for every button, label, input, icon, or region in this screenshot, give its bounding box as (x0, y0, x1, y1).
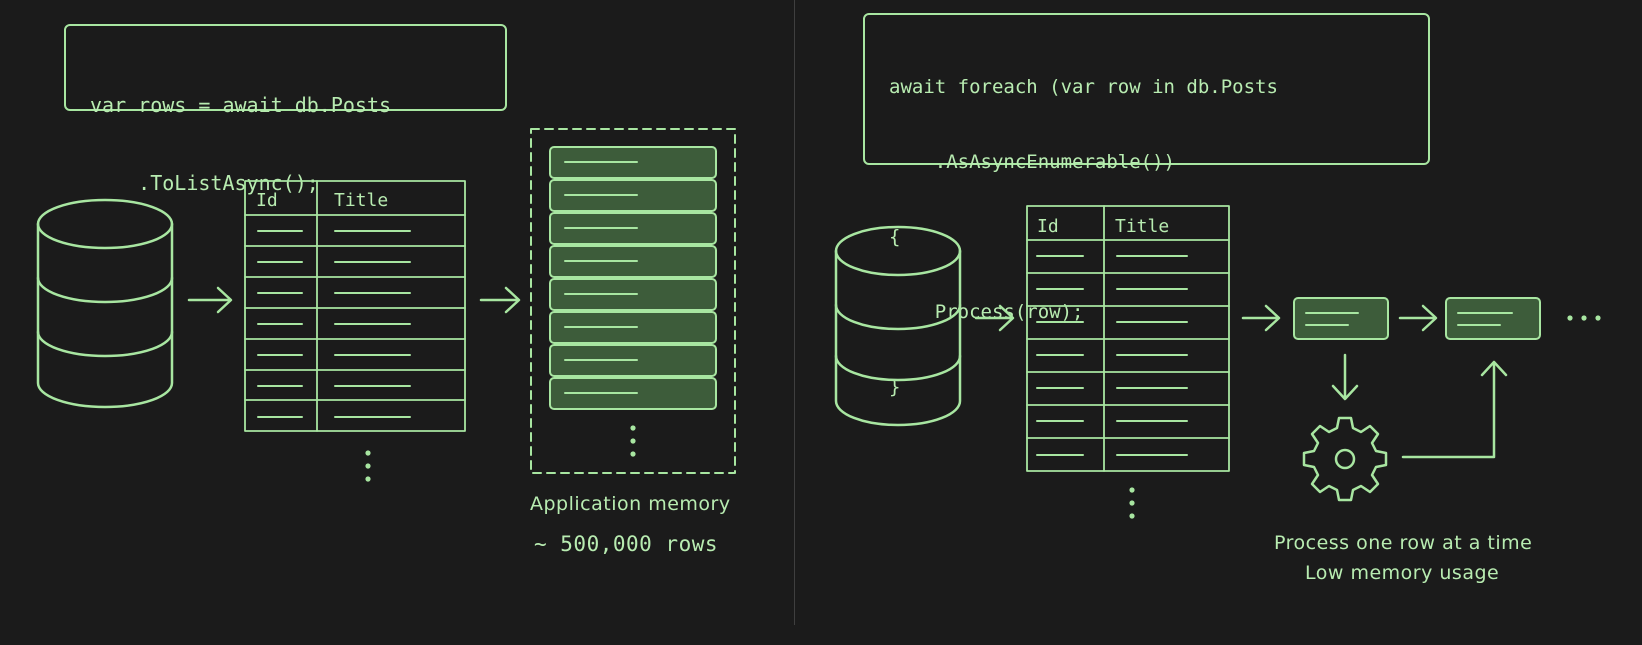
streamed-row-block (1445, 297, 1541, 340)
arrow-right-icon (479, 286, 521, 314)
database-icon (36, 198, 174, 409)
arrow-down-icon (1331, 353, 1359, 401)
panel-divider (794, 0, 795, 625)
code-line: .ToListAsync(); (90, 171, 319, 195)
left-table (244, 180, 466, 432)
memory-caption: Application memory (530, 493, 731, 515)
memory-blocks (549, 146, 717, 410)
table-header-id: Id (1037, 216, 1059, 237)
code-line: var rows = await db.Posts (90, 93, 392, 117)
table-header-id: Id (256, 190, 278, 211)
code-line: } (889, 376, 901, 398)
arrow-right-icon (974, 304, 1015, 332)
arrow-up-icon (1401, 360, 1508, 459)
code-line: await foreach (var row in db.Posts (889, 76, 1278, 98)
stream-caption-line1: Process one row at a time (1274, 532, 1533, 554)
code-line: .AsAsyncEnumerable()) (889, 151, 1175, 173)
ellipsis-icon (365, 450, 371, 482)
arrow-right-icon (187, 286, 233, 314)
ellipsis-icon (630, 425, 636, 457)
arrow-right-icon (1241, 304, 1281, 332)
application-memory-box (530, 128, 736, 474)
table-header-title: Title (334, 190, 388, 211)
right-table-cells (1036, 255, 1188, 456)
left-table-cells (257, 230, 411, 418)
gear-icon (1302, 416, 1388, 502)
stream-caption-line2: Low memory usage (1305, 562, 1500, 584)
arrow-right-icon (1398, 304, 1438, 332)
table-header-title: Title (1115, 216, 1169, 237)
streamed-row-block (1293, 297, 1389, 340)
right-code-block: await foreach (var row in db.Posts .AsAs… (863, 13, 1430, 398)
database-icon (834, 225, 962, 427)
code-line: { (889, 226, 901, 248)
ellipsis-icon (1567, 315, 1601, 321)
ellipsis-icon (1129, 487, 1135, 519)
rows-caption: ~ 500,000 rows (534, 532, 719, 556)
right-table (1026, 205, 1230, 472)
left-code-block: var rows = await db.Posts .ToListAsync()… (64, 24, 507, 195)
